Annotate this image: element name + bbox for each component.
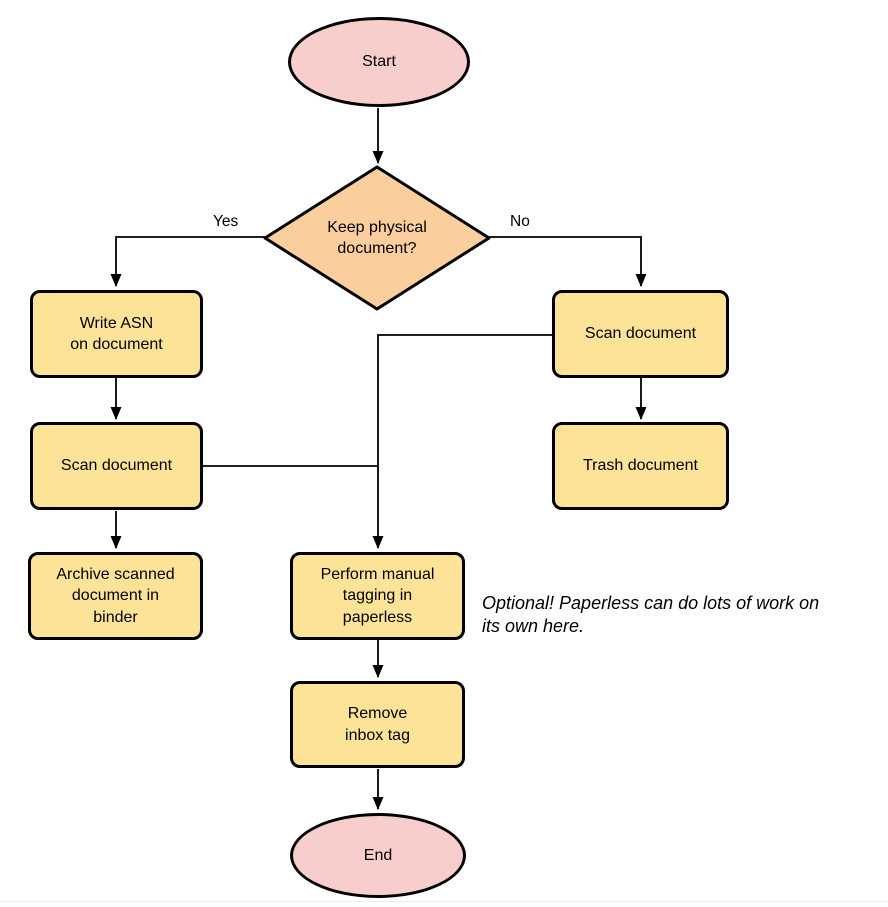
- node-end: End: [290, 813, 466, 898]
- node-scan-document-left: Scan document: [30, 422, 203, 510]
- annotation-optional-note: Optional! Paperless can do lots of work …: [482, 593, 820, 637]
- node-archive-binder: Archive scanned document in binder: [28, 552, 203, 640]
- node-write-asn: Write ASN on document: [30, 290, 203, 378]
- node-scan-document-right: Scan document: [552, 290, 729, 378]
- node-archive-binder-label: Archive scanned document in binder: [56, 566, 175, 626]
- decision-diamond-shape: [263, 165, 491, 311]
- edge-scan-right-to-tagging: [372, 334, 552, 549]
- node-trash-document-label: Trash document: [582, 457, 698, 475]
- node-remove-inbox-tag-label: Remove inbox tag: [345, 705, 410, 744]
- edge-decision-to-scan-right: [489, 236, 647, 287]
- edge-label-no: No: [508, 213, 532, 231]
- node-remove-inbox-tag: Remove inbox tag: [290, 681, 465, 768]
- node-start-label: Start: [362, 53, 396, 71]
- node-scan-document-left-label: Scan document: [60, 457, 173, 475]
- node-manual-tagging: Perform manual tagging in paperless: [290, 552, 465, 640]
- node-manual-tagging-label: Perform manual tagging in paperless: [320, 566, 435, 626]
- node-decision: Keep physical document?: [265, 167, 489, 309]
- node-write-asn-label: Write ASN on document: [70, 314, 163, 353]
- page-boundary-line: [0, 901, 888, 902]
- node-decision-label: Keep physical document?: [327, 218, 427, 257]
- edge-label-yes: Yes: [211, 213, 241, 231]
- edge-decision-to-write-asn: [110, 236, 265, 287]
- node-trash-document: Trash document: [552, 422, 729, 510]
- node-start: Start: [288, 17, 470, 107]
- node-scan-document-right-label: Scan document: [584, 325, 697, 343]
- node-end-label: End: [363, 846, 393, 864]
